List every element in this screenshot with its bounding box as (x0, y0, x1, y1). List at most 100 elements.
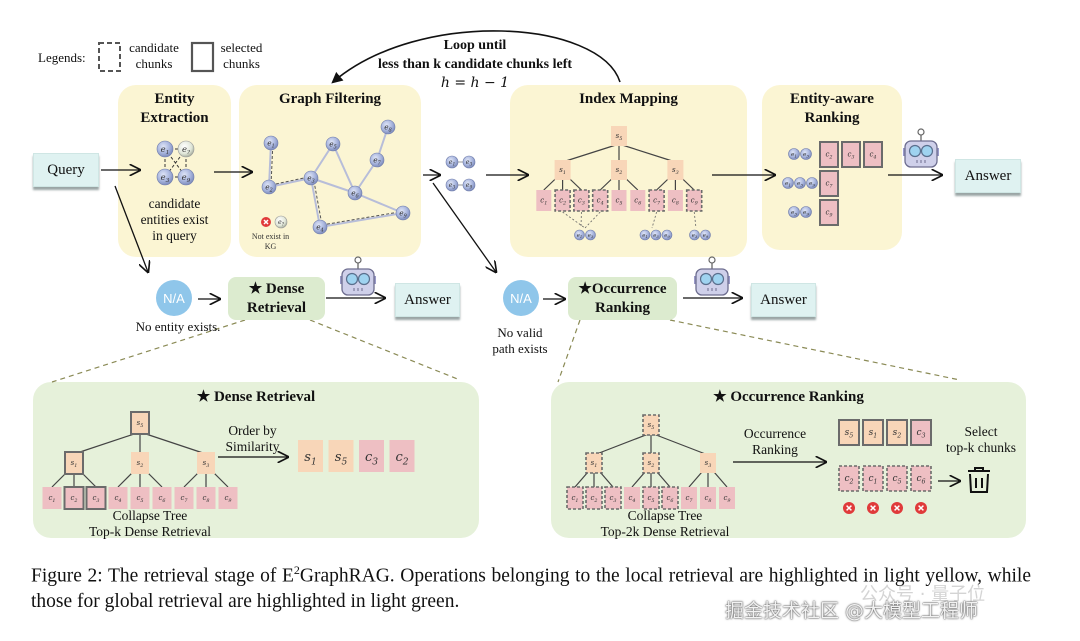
index-chunk-c3 (573, 189, 590, 212)
na-no-entity: N/A (156, 280, 192, 316)
index-chunk-c3-label: c3 (578, 197, 585, 207)
occ-chunk-c7-label: c7 (685, 494, 693, 504)
robot-icon-dense (340, 256, 376, 296)
entity-label-e1: e1 (642, 233, 647, 239)
index-chunk-c5 (611, 190, 627, 211)
dense-summary-s2 (131, 452, 149, 474)
entity-node (689, 229, 700, 241)
entity-label-e3: e3 (692, 233, 698, 239)
dense-result-shadow (359, 440, 384, 472)
entity-label-e8: e8 (384, 122, 392, 133)
entity-label-e9: e9 (399, 208, 407, 219)
legend-candidate-box (98, 42, 121, 72)
index-summary-s3 (667, 160, 684, 180)
occ-selected-c3 (910, 419, 932, 446)
occ-discarded-c1 (862, 465, 884, 492)
index-mapping-panel (510, 85, 747, 257)
occ-discarded-c5 (886, 465, 908, 492)
answer-dense[interactable]: Answer (395, 283, 460, 317)
index-chunk-c1-label: c1 (540, 197, 547, 207)
dense-summary-s3 (197, 452, 215, 474)
dense-chunk-c7 (174, 487, 194, 509)
watermark-top: 公众号 · 量子位 (860, 584, 986, 605)
occ-summary-s3 (700, 453, 716, 473)
answer-occurrence[interactable]: Answer (751, 283, 816, 317)
entity-label-e7: e7 (373, 155, 381, 166)
occ-selected-s2 (886, 419, 908, 446)
occ-chunk-c1-label: c1 (571, 494, 578, 504)
kg-edge (310, 177, 356, 194)
kg-edge (268, 142, 272, 188)
entity-node (445, 155, 459, 169)
index-chunk-c4-label: c4 (597, 197, 604, 207)
entity-label-e9: e9 (809, 181, 815, 187)
entity-node (800, 148, 812, 160)
occ-discarded-c6 (910, 465, 932, 492)
entity-node (395, 205, 411, 221)
query-box[interactable]: Query (33, 153, 99, 187)
rank-chunk-c2-label: c2 (825, 151, 832, 161)
occ-discarded-c2-label: c2 (844, 474, 853, 485)
entity-node (462, 178, 476, 192)
dense-chunk-c7-label: c7 (180, 494, 188, 504)
entity-label-e5: e5 (329, 139, 337, 150)
occ-chunk-c5 (642, 486, 660, 510)
graph-filtering-title: Graph Filtering (278, 91, 382, 107)
entity-label-e1: e1 (785, 181, 791, 187)
entity-label-e3: e3 (653, 233, 659, 239)
kg-edge (332, 143, 356, 194)
entity-node (806, 177, 818, 189)
entity-node (177, 168, 195, 186)
rank-chunk-c3-label: c3 (847, 151, 854, 161)
answer-local[interactable]: Answer (955, 159, 1021, 193)
robot-icon-occurrence (694, 256, 730, 296)
entity-label-e6: e6 (351, 188, 359, 199)
legend-selected-box (190, 41, 215, 73)
entity-node (177, 140, 195, 158)
entity-label-e1: e1 (267, 138, 275, 149)
rank-chunk-c3 (841, 141, 861, 168)
guide-occ-right (669, 319, 961, 381)
occ-selected-s2-label: s2 (893, 428, 902, 439)
kg-path (321, 210, 406, 226)
entity-label-e1: e1 (449, 159, 456, 168)
entity-label-e3: e3 (803, 152, 809, 158)
occ-chunk-c8 (700, 487, 716, 509)
entity-node (794, 177, 806, 189)
occ-chunk-c6 (661, 486, 679, 510)
rank-chunk-c7 (819, 170, 839, 197)
rank-chunk-c9 (819, 199, 839, 226)
index-chunk-c7-label: c7 (653, 197, 661, 207)
no-entity-note: No entity exists. (135, 319, 221, 334)
entity-node (700, 229, 711, 241)
guide-occ-left (557, 319, 581, 383)
entity-label-e?: e? (278, 219, 285, 228)
occ-selected-s1 (862, 419, 884, 446)
entity-label-e4: e4 (316, 222, 324, 233)
index-summary-s2-label: s2 (616, 166, 623, 176)
entity-label-e1: e1 (791, 152, 797, 158)
entity-label-e9: e9 (466, 182, 473, 191)
entity-node (312, 219, 328, 235)
occ-panel-title: ★ Occurrence Ranking (713, 389, 864, 405)
entity-node (303, 170, 319, 186)
dense-chunk-c5 (130, 487, 150, 509)
entity-label-e2: e2 (265, 182, 273, 193)
index-chunk-c9-label: c9 (691, 197, 698, 207)
entity-node (263, 135, 279, 151)
index-chunk-c8-label: c8 (672, 197, 679, 207)
index-chunk-c5-label: c5 (615, 197, 622, 207)
dense-result-shadow (328, 440, 354, 472)
occ-root-label: s5 (648, 421, 655, 431)
occ-summary-s3-label: s3 (705, 459, 712, 469)
arrow-query-to-na (114, 185, 148, 272)
